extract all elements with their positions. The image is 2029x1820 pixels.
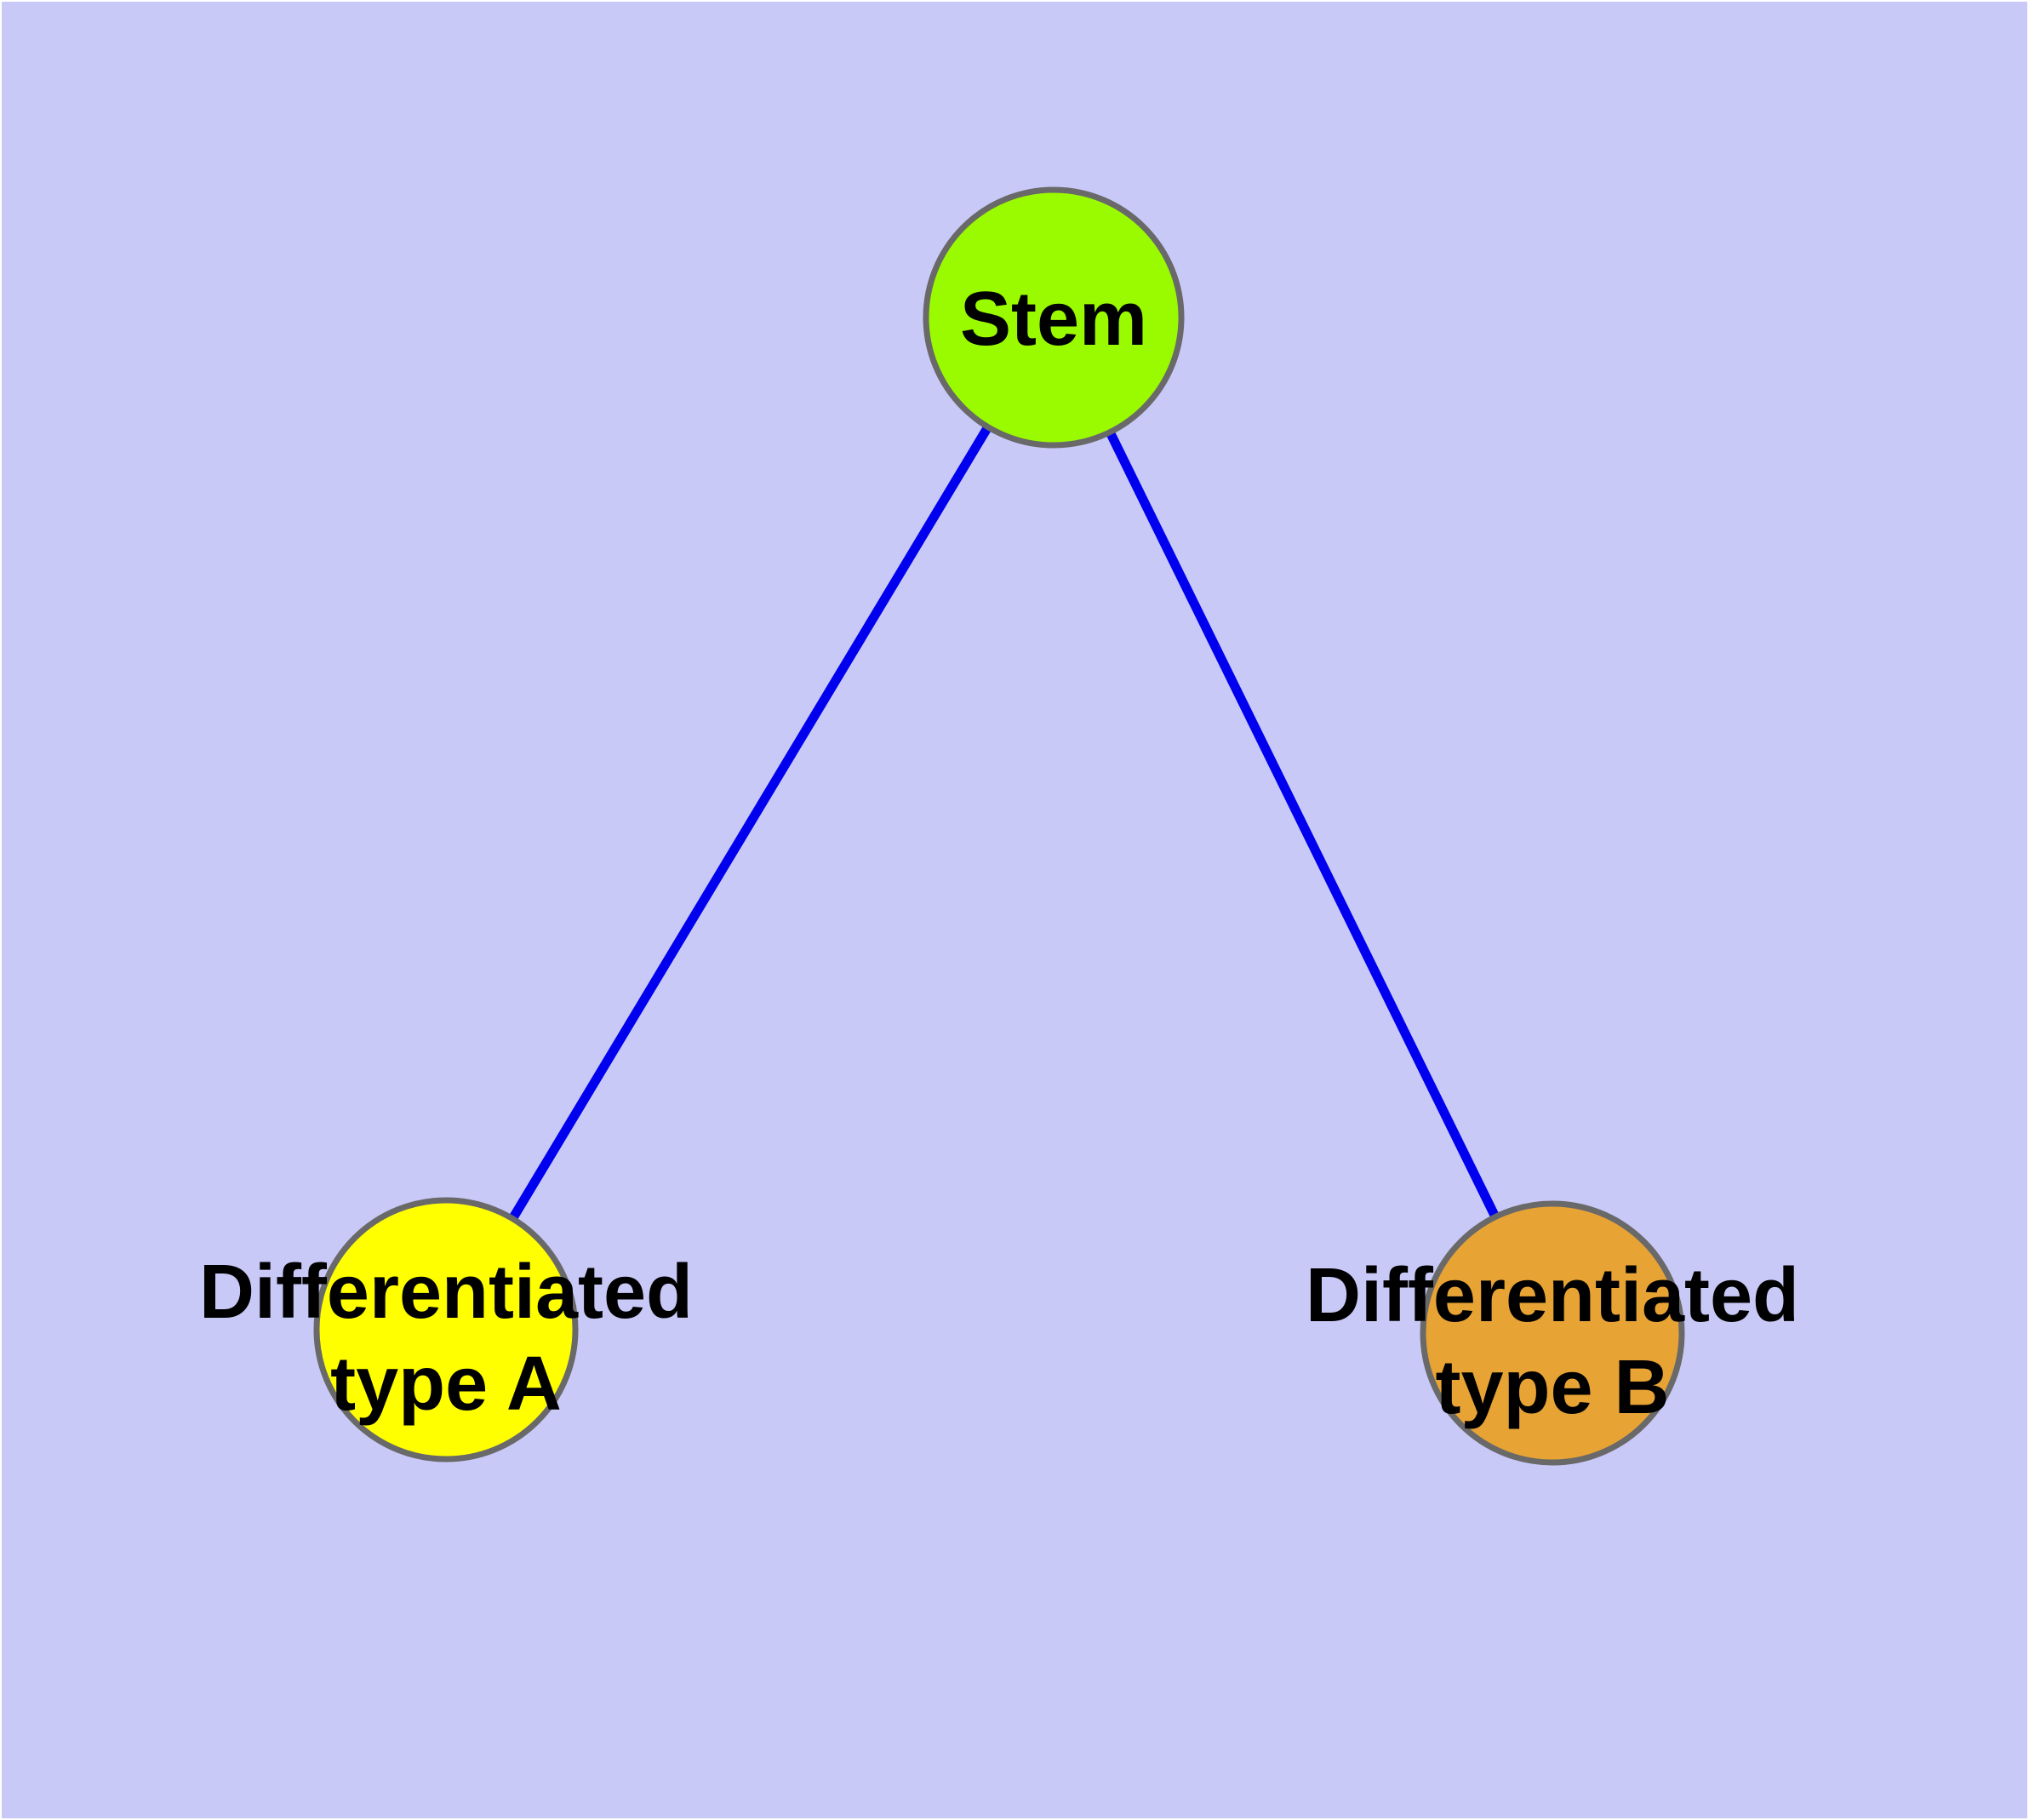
node-differentiated-type-b-label-line1: Differentiated <box>1306 1253 1799 1338</box>
node-differentiated-type-a-label-line2: type A <box>330 1342 562 1427</box>
node-differentiated-type-a-label-line1: Differentiated <box>199 1250 693 1335</box>
node-differentiated-type-b-label-line2: type B <box>1435 1345 1669 1430</box>
node-differentiated-type-b <box>1420 1200 1685 1466</box>
node-stem-label: Stem <box>960 277 1147 362</box>
node-differentiated-type-a <box>313 1197 579 1462</box>
edge-stem-to-type-a <box>442 315 1058 1332</box>
edge-stem-to-type-b <box>1049 315 1557 1336</box>
node-stem <box>923 186 1185 449</box>
